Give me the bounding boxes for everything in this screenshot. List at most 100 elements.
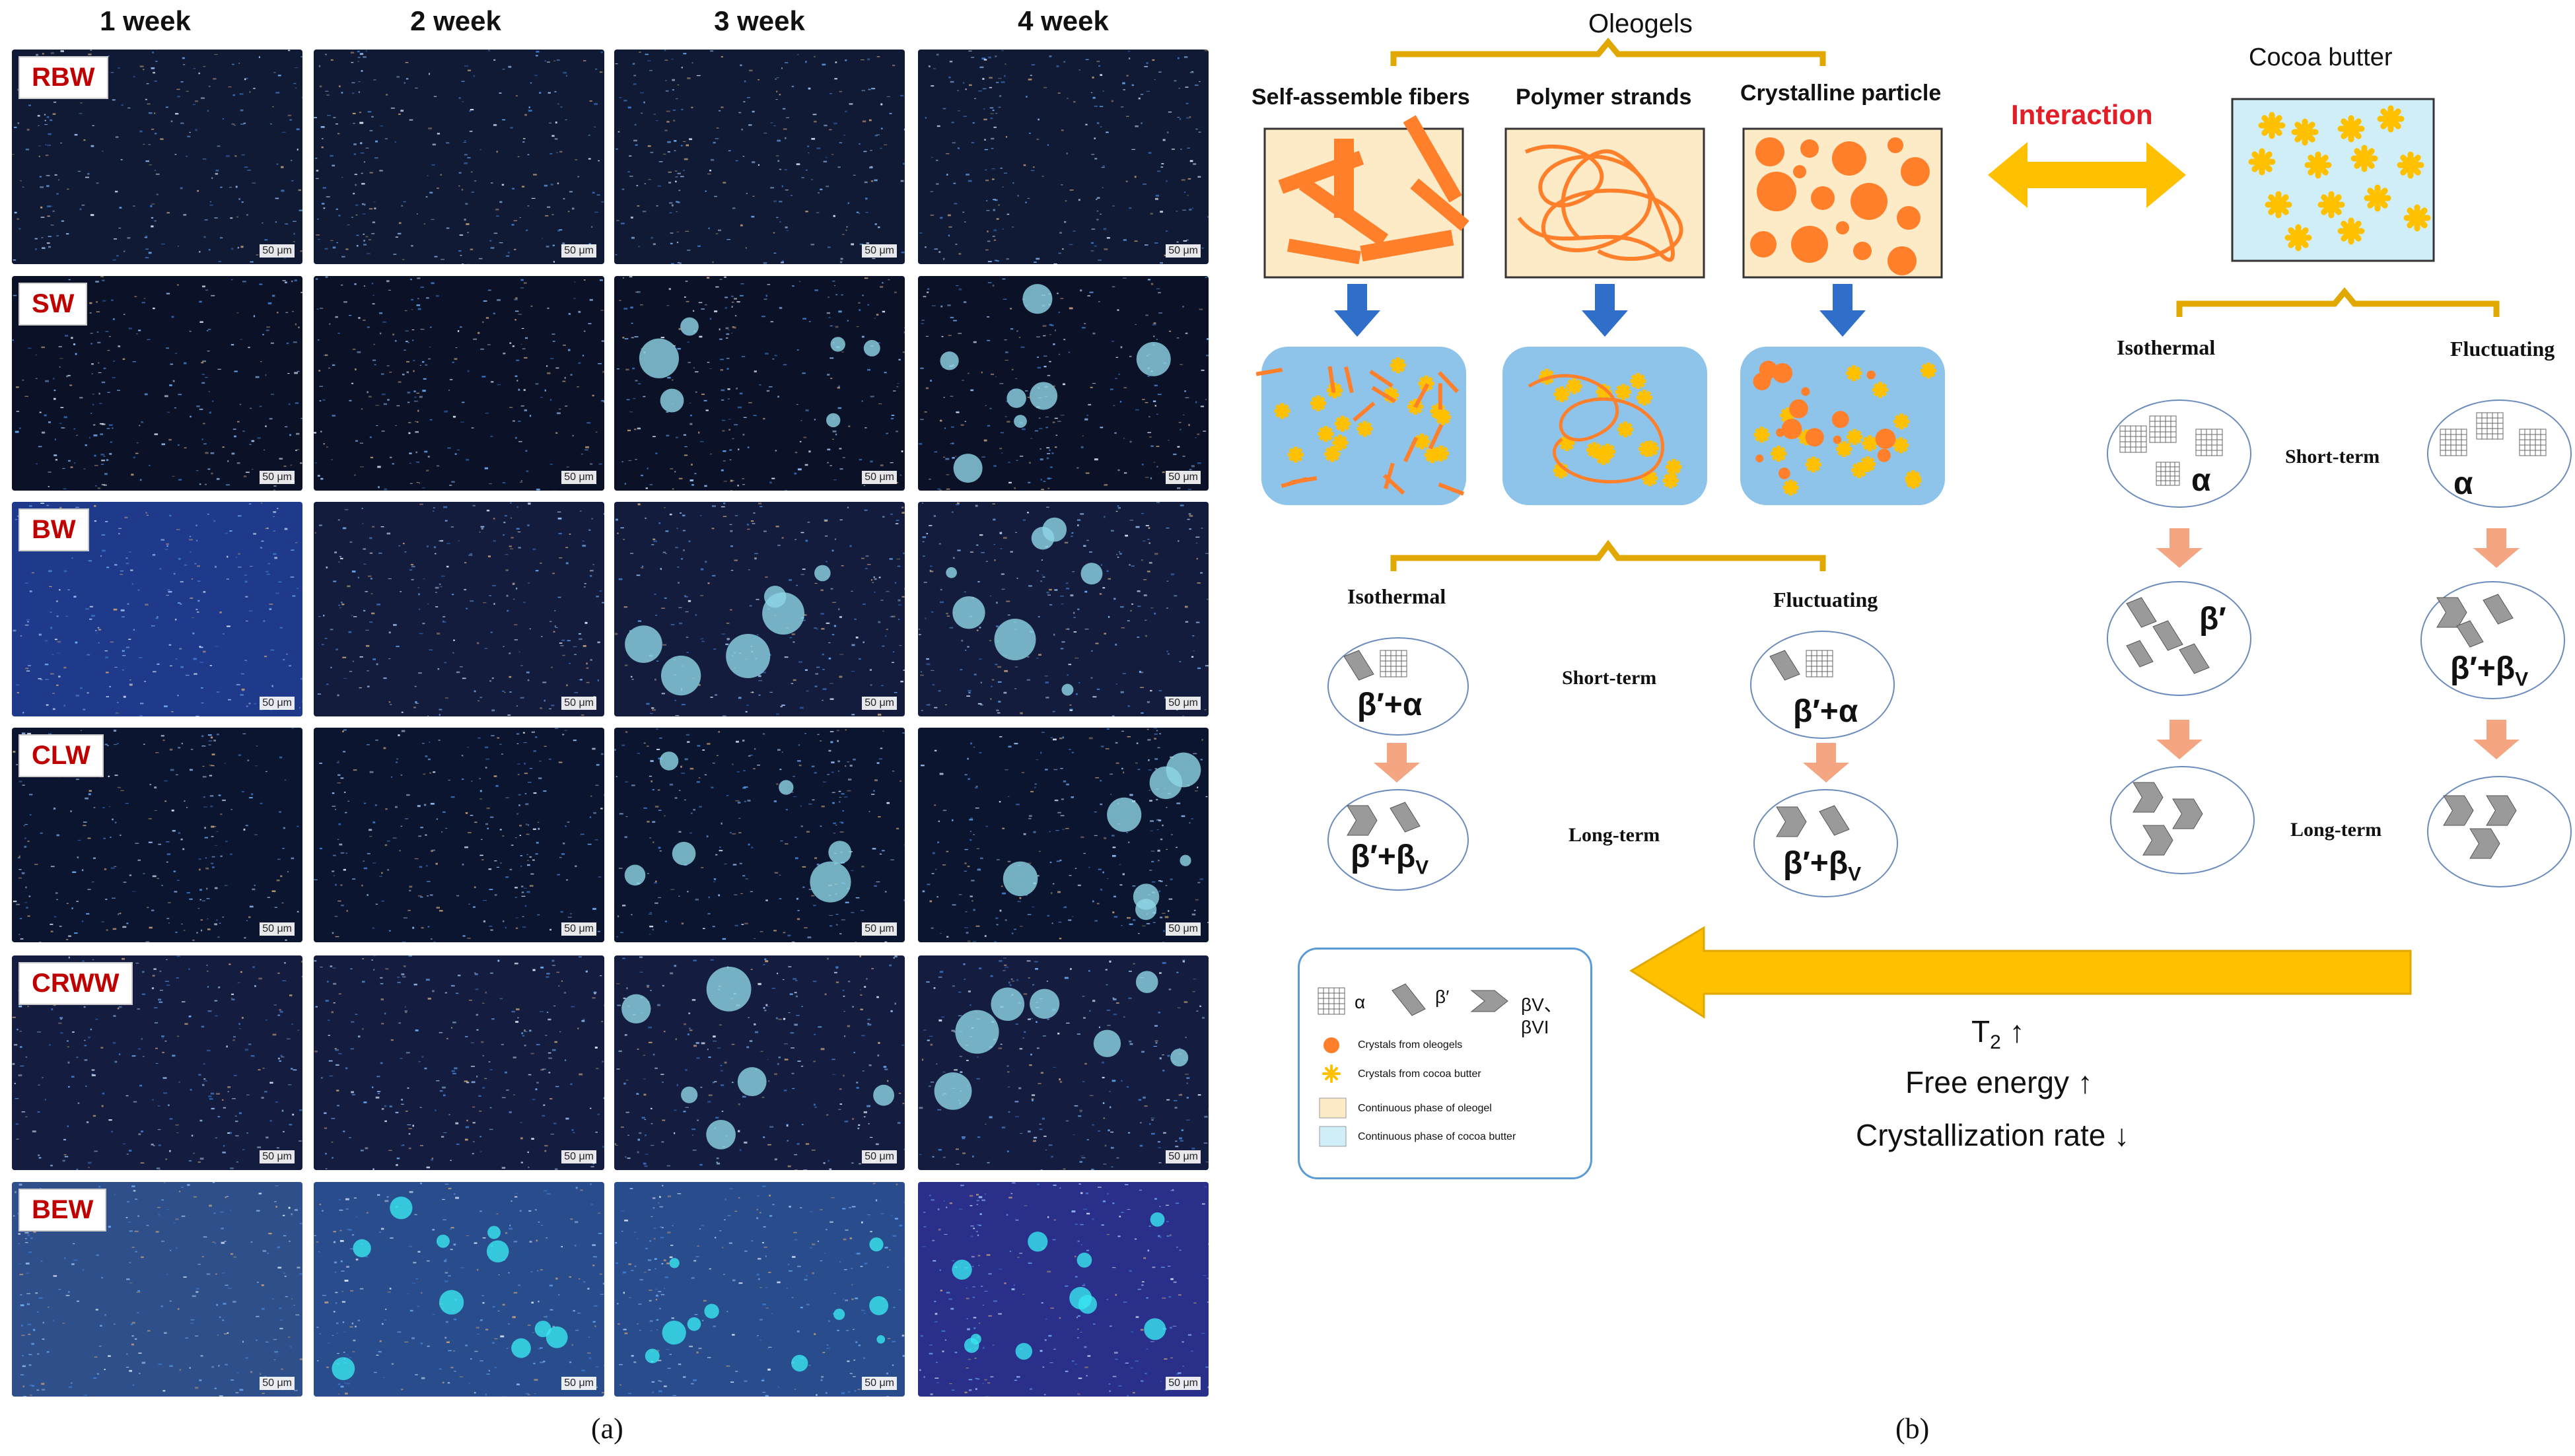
cocoa-star [2364, 184, 2391, 212]
down-arrows [1334, 284, 1866, 337]
label-particle: Crystalline particle [1740, 81, 1942, 106]
scale-bar: 50 μm [561, 471, 596, 484]
legend-phase-cocoa: Continuous phase of cocoa butter [1358, 1131, 1516, 1142]
oleo-long-term: Long-term [1569, 824, 1660, 846]
mixture-particle-dot [1833, 435, 1842, 444]
mixture-star [1332, 434, 1349, 451]
mixture-particle-dot [1772, 363, 1793, 384]
legend-alpha-icon [1318, 987, 1345, 1015]
mixture-star [1274, 403, 1290, 419]
micrograph-clw-week3: 50 μm [614, 728, 905, 942]
legend-beta-v-icon [1470, 990, 1508, 1012]
mixture-star [1862, 435, 1878, 452]
micrograph-bew-week4: 50 μm [918, 1182, 1209, 1397]
micrograph-bew-week3: 50 μm [614, 1182, 905, 1397]
mixture-star [1390, 357, 1406, 374]
micrograph-clw-week2: 50 μm [314, 728, 604, 942]
cocoa-star [2265, 191, 2292, 219]
mixture-star [1433, 445, 1450, 462]
mixture-star [1805, 456, 1821, 473]
oleogel-lower-bracket [1390, 539, 1826, 571]
scale-bar: 50 μm [862, 244, 897, 258]
cocoa-star [2284, 224, 2312, 252]
week-header-3: 3 week [714, 5, 805, 36]
legend-alpha: α [1355, 992, 1366, 1012]
micrograph-rbw-week2: 50 μm [314, 50, 604, 264]
label-polymer: Polymer strands [1516, 85, 1692, 110]
mixture-particle-dot [1781, 419, 1802, 439]
scale-bar: 50 μm [1166, 1377, 1201, 1390]
scale-bar: 50 μm [862, 922, 897, 936]
mixture-star [1642, 440, 1659, 457]
mixture-fiber [1371, 386, 1396, 403]
mixture-star [1287, 446, 1304, 463]
legend-crystals-cocoa: Crystals from cocoa butter [1358, 1068, 1481, 1080]
cb-iso-long-ellipse [2110, 766, 2255, 874]
legend-beta-v: βV、βVI [1521, 994, 1563, 1037]
scale-bar: 50 μm [260, 1150, 295, 1163]
mixture-star [1636, 390, 1652, 406]
mixture-star [1851, 462, 1868, 478]
cb-iso-mid-phase: β′ [2199, 602, 2226, 637]
oleogels-title: Oleogels [1588, 9, 1693, 38]
mixture-particle-dot [1755, 454, 1764, 463]
cb-short-term: Short-term [2285, 446, 2380, 468]
cocoa-star [2304, 151, 2332, 179]
cocoa-star [2258, 112, 2286, 139]
effect-t2: T2 ↑ [1971, 1014, 2025, 1054]
oleo-isothermal: Isothermal [1347, 584, 1446, 608]
mixture-star [1666, 459, 1682, 475]
cb-iso-short-ellipse [2107, 399, 2251, 508]
mixture-star [1559, 435, 1575, 452]
mixture-star [1424, 447, 1440, 464]
scale-bar: 50 μm [561, 1377, 596, 1390]
oleo-fluc-short-ellipse [1750, 631, 1895, 739]
scale-bar: 50 μm [561, 244, 596, 258]
mixture-fiber [1290, 476, 1318, 485]
mixture-star [1905, 470, 1921, 487]
mixture-star [1860, 456, 1876, 473]
mixture-fiber [1438, 383, 1442, 410]
scale-bar: 50 μm [862, 471, 897, 484]
week-header-4: 4 week [1018, 5, 1109, 36]
micrograph-bew-week2: 50 μm [314, 1182, 604, 1397]
mixture-particle-dot [1831, 411, 1849, 429]
legend-phase-oleogel: Continuous phase of oleogel [1358, 1103, 1492, 1114]
mixture-star [1920, 363, 1936, 379]
micrograph-bw-week4: 50 μm [918, 502, 1209, 716]
mixture-particle-dot [1789, 399, 1808, 419]
cb-iso-short-phase: α [2191, 463, 2211, 498]
mixture-star [1617, 421, 1634, 438]
mixture-particle-dot [1866, 370, 1876, 380]
effects-arrow [1629, 926, 2412, 1019]
mixture-fiber [1438, 482, 1465, 496]
mixture-star [1771, 446, 1787, 462]
sample-label-rbw: RBW [18, 56, 108, 99]
legend-beta-prime-icon [1392, 983, 1426, 1016]
mixture-fiber [1428, 423, 1444, 450]
sample-label-bw: BW [18, 508, 89, 551]
interaction-label: Interaction [2011, 99, 2153, 130]
cocoa-star [2377, 105, 2405, 133]
mixture-star [1414, 433, 1430, 450]
cb-iso-mid-ellipse [2107, 581, 2251, 696]
scale-bar: 50 μm [862, 697, 897, 710]
scale-bar: 50 μm [561, 922, 596, 936]
cb-fluc-mid-phase: β′+βV [2450, 651, 2529, 691]
cb-fluc-short-phase: α [2453, 466, 2473, 501]
mixture-fiber [1327, 366, 1336, 393]
oleo-fluctuating: Fluctuating [1773, 588, 1878, 611]
mixture-star [1780, 407, 1796, 424]
mixture-fiber [1344, 366, 1354, 394]
micrograph-sw-week2: 50 μm [314, 276, 604, 491]
mixture-star [1435, 409, 1452, 425]
micrograph-sw-week4: 50 μm [918, 276, 1209, 491]
week-header-1: 1 week [100, 5, 191, 36]
micrograph-crww-week2: 50 μm [314, 955, 604, 1170]
caption-b: (b) [1895, 1412, 1930, 1445]
oleogels-bracket [1390, 37, 1826, 66]
scale-bar: 50 μm [260, 922, 295, 936]
cb-fluctuating: Fluctuating [2450, 337, 2555, 361]
